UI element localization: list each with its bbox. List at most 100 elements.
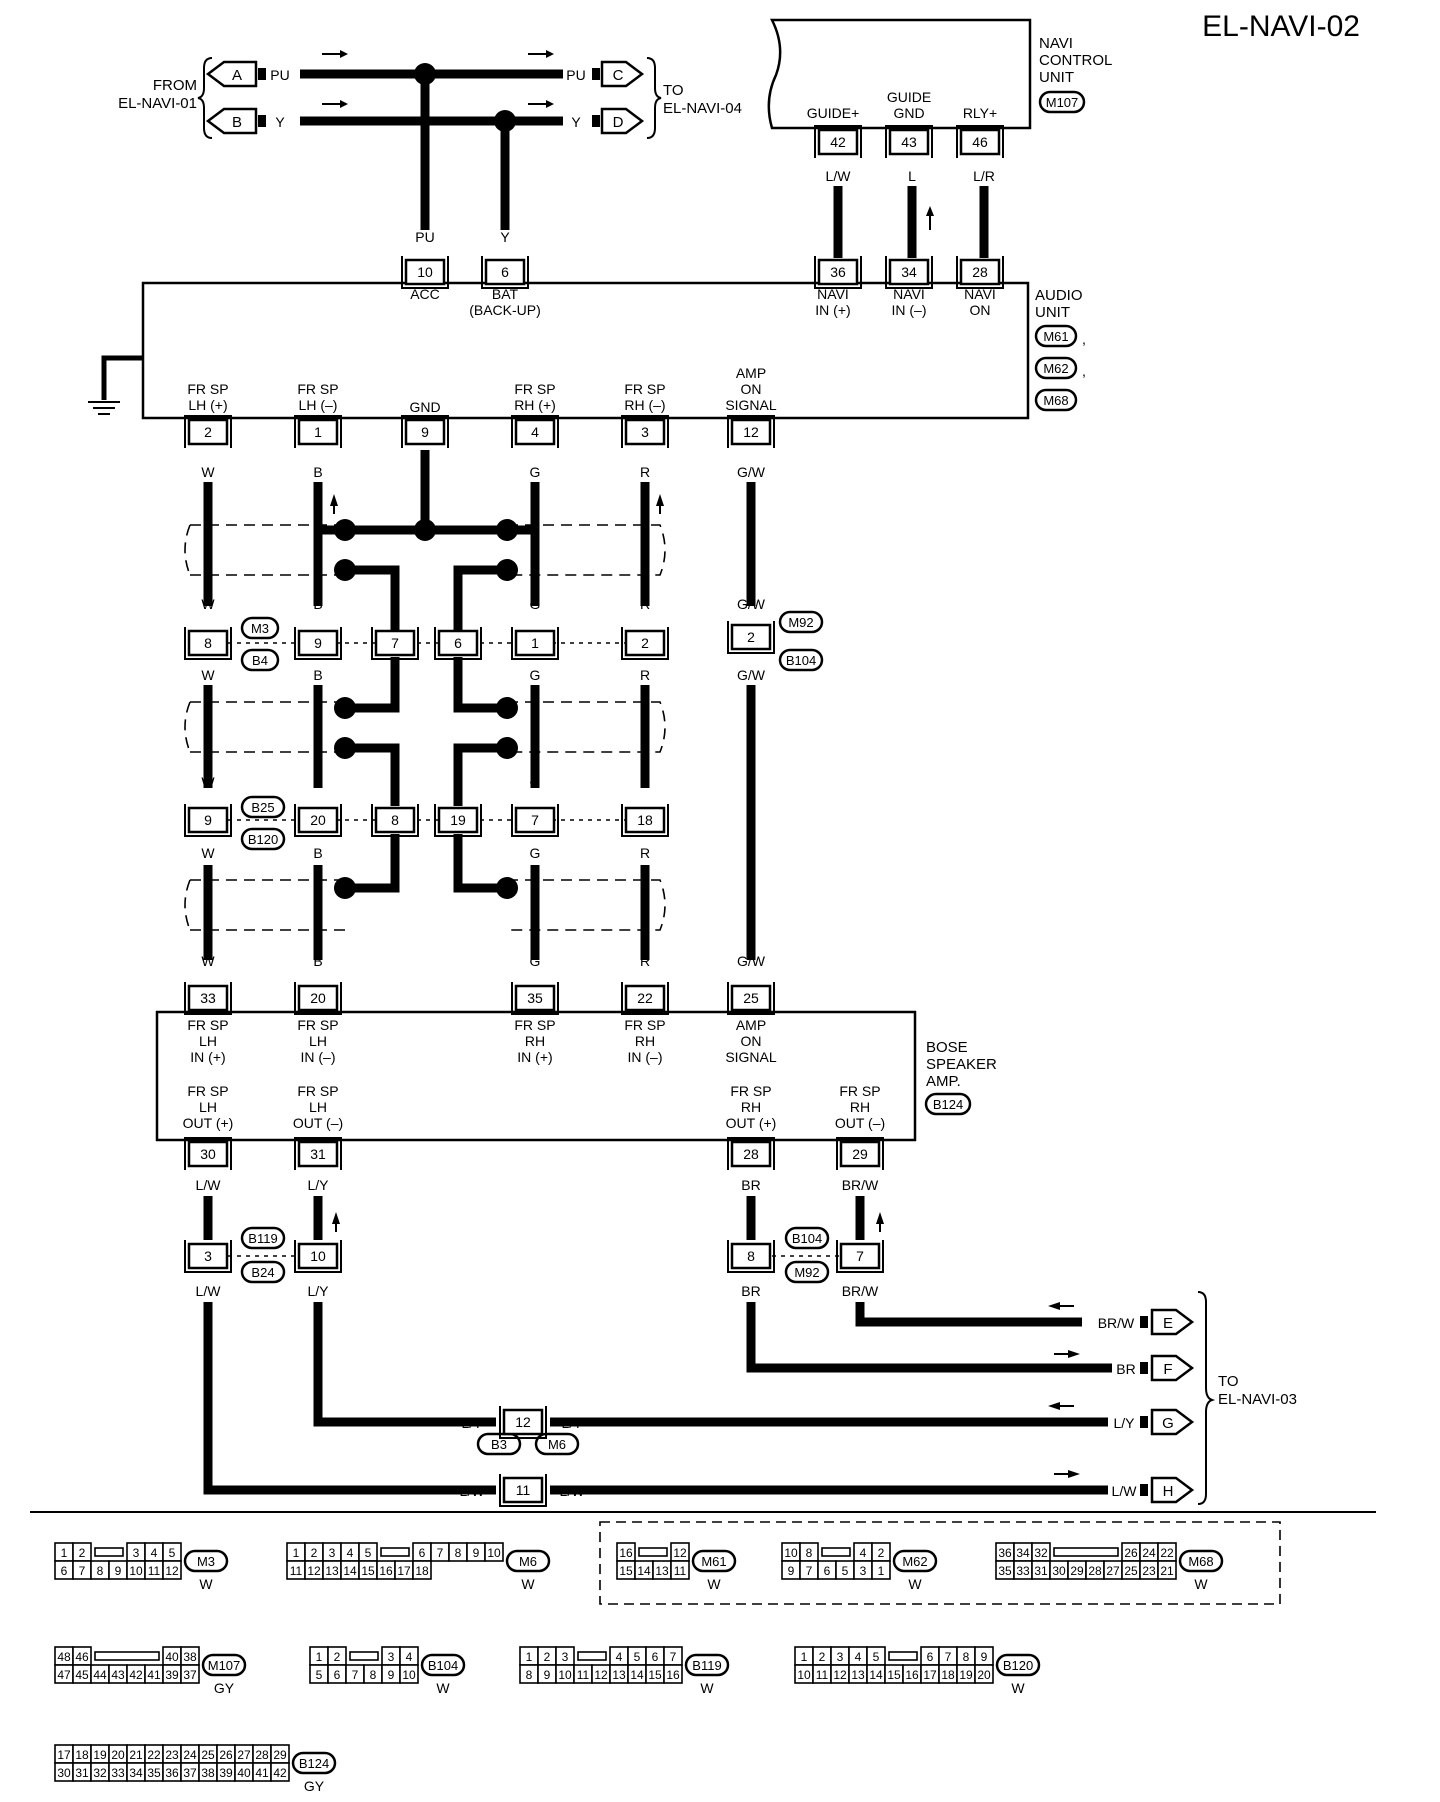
connector-pin: 1 <box>511 627 559 660</box>
svg-text:G/W: G/W <box>737 464 766 480</box>
svg-text:1: 1 <box>531 635 539 651</box>
svg-text:3: 3 <box>562 1650 569 1664</box>
svg-text:NAVI: NAVI <box>964 286 996 302</box>
svg-text:BR/W: BR/W <box>842 1177 879 1193</box>
svg-text:4: 4 <box>531 424 539 440</box>
svg-text:4: 4 <box>347 1546 354 1560</box>
svg-text:8: 8 <box>455 1546 462 1560</box>
svg-text:W: W <box>700 1680 714 1696</box>
svg-text:24: 24 <box>183 1748 197 1762</box>
svg-text:GUIDE: GUIDE <box>887 89 931 105</box>
svg-text:B104: B104 <box>786 653 816 668</box>
navi-control-unit: NAVI CONTROL UNIT M107 GUIDE+ GUIDE GND … <box>767 18 1112 130</box>
svg-text:M107: M107 <box>1046 95 1079 110</box>
svg-text:41: 41 <box>147 1668 161 1682</box>
svg-text:OUT (–): OUT (–) <box>835 1115 885 1131</box>
svg-text:SIGNAL: SIGNAL <box>725 1049 777 1065</box>
navi-wires: L/W L L/R <box>826 168 995 258</box>
svg-text:23: 23 <box>1142 1564 1156 1578</box>
svg-text:6: 6 <box>61 1564 68 1578</box>
connector-pin: 12 <box>499 1406 547 1439</box>
svg-text:8: 8 <box>806 1546 813 1560</box>
svg-text:35: 35 <box>147 1766 161 1780</box>
svg-text:9: 9 <box>115 1564 122 1578</box>
svg-text:PU: PU <box>415 229 434 245</box>
svg-text:G: G <box>530 774 541 790</box>
svg-text:35: 35 <box>998 1564 1012 1578</box>
svg-text:30: 30 <box>57 1766 71 1780</box>
svg-text:OUT (+): OUT (+) <box>183 1115 234 1131</box>
svg-text:IN (+): IN (+) <box>815 302 850 318</box>
svg-text:AUDIO: AUDIO <box>1035 287 1083 304</box>
svg-text:28: 28 <box>972 264 988 280</box>
connector-pin: 22 <box>621 982 669 1015</box>
svg-text:B: B <box>313 596 322 612</box>
svg-text:7: 7 <box>531 812 539 828</box>
svg-text:31: 31 <box>1034 1564 1048 1578</box>
svg-text:4: 4 <box>616 1650 623 1664</box>
svg-text:26: 26 <box>219 1748 233 1762</box>
connector-pin: 2 <box>184 415 232 448</box>
terminal-a: A <box>205 60 258 88</box>
connector-pin: 7 <box>371 627 419 660</box>
svg-text:L/Y: L/Y <box>307 1283 329 1299</box>
svg-text:D: D <box>613 114 624 131</box>
connector-pin: 3 <box>184 1240 232 1273</box>
svg-text:Y: Y <box>275 114 285 130</box>
connector-pin: 9 <box>294 627 342 660</box>
svg-text:13: 13 <box>851 1668 865 1682</box>
svg-text:30: 30 <box>1052 1564 1066 1578</box>
svg-text:M3: M3 <box>197 1554 215 1569</box>
svg-text:27: 27 <box>237 1748 251 1762</box>
svg-text:B: B <box>313 464 322 480</box>
svg-text:5: 5 <box>873 1650 880 1664</box>
svg-text:AMP.: AMP. <box>926 1073 961 1090</box>
svg-text:20: 20 <box>310 812 326 828</box>
svg-text:G: G <box>530 953 541 969</box>
svg-text:G/W: G/W <box>737 596 766 612</box>
svg-text:OUT (+): OUT (+) <box>726 1115 777 1131</box>
svg-text:28: 28 <box>1088 1564 1102 1578</box>
svg-text:OUT (–): OUT (–) <box>293 1115 343 1131</box>
svg-text:FR SP: FR SP <box>624 381 665 397</box>
connector-pin: 11 <box>499 1474 547 1507</box>
svg-text:38: 38 <box>201 1766 215 1780</box>
connector-pin: 4 <box>511 415 559 448</box>
svg-text:25: 25 <box>743 990 759 1006</box>
svg-text:FR SP: FR SP <box>730 1083 771 1099</box>
svg-text:BAT: BAT <box>492 286 519 302</box>
connector-pin: 19 <box>434 804 482 837</box>
connector-pin: 30 <box>184 1137 232 1170</box>
svg-text:16: 16 <box>666 1668 680 1682</box>
svg-text:L/W: L/W <box>196 1283 222 1299</box>
svg-text:35: 35 <box>527 990 543 1006</box>
connector-pin: 2 <box>621 627 669 660</box>
svg-text:1: 1 <box>293 1546 300 1560</box>
svg-text:23: 23 <box>165 1748 179 1762</box>
svg-text:5: 5 <box>365 1546 372 1560</box>
svg-text:B120: B120 <box>248 832 278 847</box>
svg-text:11: 11 <box>516 1482 531 1498</box>
svg-text:32: 32 <box>93 1766 107 1780</box>
svg-text:2: 2 <box>878 1546 885 1560</box>
svg-text:W: W <box>201 464 215 480</box>
svg-text:18: 18 <box>637 812 653 828</box>
svg-text:W: W <box>908 1576 922 1592</box>
svg-text:9: 9 <box>314 635 322 651</box>
svg-text:BR: BR <box>1116 1361 1135 1377</box>
svg-text:12: 12 <box>594 1668 608 1682</box>
svg-text:M61: M61 <box>701 1554 726 1569</box>
svg-text:BOSE: BOSE <box>926 1039 968 1056</box>
svg-text:46: 46 <box>972 134 988 150</box>
svg-text:8: 8 <box>963 1650 970 1664</box>
svg-text:G: G <box>530 464 541 480</box>
svg-text:UNIT: UNIT <box>1035 304 1070 321</box>
svg-text:6: 6 <box>927 1650 934 1664</box>
svg-text:LH: LH <box>309 1033 327 1049</box>
connector-pin: 46 <box>956 125 1004 158</box>
svg-text:L/W: L/W <box>826 168 852 184</box>
svg-text:GUIDE+: GUIDE+ <box>807 105 860 121</box>
